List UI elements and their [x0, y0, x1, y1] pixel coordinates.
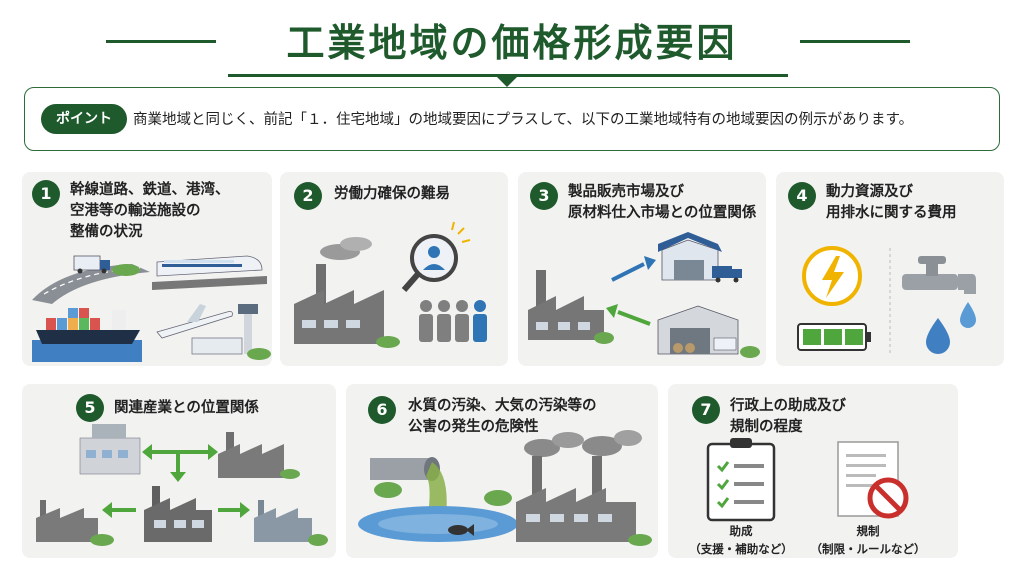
factory-icon [36, 500, 98, 542]
factor-number: 2 [294, 182, 322, 210]
magnifier-icon [401, 221, 471, 292]
title-line-right [800, 40, 910, 43]
arrow-left-icon [102, 502, 136, 518]
warehouse-icon [658, 232, 722, 281]
factor-title: 労働力確保の難易 [334, 186, 450, 202]
arrow-left-icon [606, 304, 651, 326]
factor-number: 7 [692, 396, 720, 424]
lightning-icon [802, 246, 862, 306]
subsidy-caption: 助成 （支援・補助など） [689, 524, 793, 556]
arrow-both-icon [142, 444, 218, 482]
labor-illustration [294, 221, 487, 348]
truck-icon [73, 255, 110, 274]
energy-water-illustration [797, 246, 976, 354]
factor-card-1: 1 幹線道路、鉄道、港湾、空港等の輸送施設の整備の状況 [22, 172, 272, 366]
checklist-clipboard-icon [706, 438, 776, 522]
factory-icon [528, 270, 604, 340]
point-box: ポイント 商業地域と同じく、前記「１．住宅地域」の地域要因にプラスして、以下の工… [24, 87, 1000, 151]
factor-number: 4 [788, 182, 816, 210]
factor-title: 幹線道路、鉄道、港湾、空港等の輸送施設の整備の状況 [70, 182, 230, 240]
factor-number: 6 [368, 396, 396, 424]
factory-icon [218, 432, 284, 478]
factor-title: 行政上の助成及び規制の程度 [730, 398, 846, 435]
title-area: 工業地域の価格形成要因 [0, 8, 1024, 87]
smoke-icon [524, 430, 642, 457]
point-badge: ポイント [41, 104, 127, 134]
arrow-up-right-icon [611, 256, 656, 282]
truck-icon [712, 266, 742, 283]
policy-illustration [706, 438, 909, 522]
material-warehouse-icon [657, 305, 739, 355]
title-down-arrow [497, 77, 517, 87]
factor-number: 1 [32, 180, 60, 208]
title-line-left [106, 40, 216, 43]
cargo-ship-icon [36, 308, 140, 344]
battery-icon [797, 323, 871, 351]
market-illustration [528, 232, 760, 358]
factor-title: 動力資源及び用排水に関する費用 [826, 184, 957, 221]
factor-card-7: 7 行政上の助成及び規制の程度 助成 （支援・補助など） 規制 （制限・ルールな… [668, 384, 958, 558]
arrow-right-icon [218, 502, 250, 518]
drain-pipe-icon [370, 457, 447, 516]
factory-icon [144, 486, 212, 542]
factory-icon [516, 456, 636, 542]
factor-title: 水質の汚染、大気の汚染等の公害の発生の危険性 [408, 398, 597, 435]
train-icon [156, 255, 263, 277]
point-text: 商業地域と同じく、前記「１．住宅地域」の地域要因にプラスして、以下の工業地域特有… [133, 112, 914, 128]
related-industry-illustration [36, 424, 328, 546]
factory-icon [294, 237, 384, 344]
factor-number: 3 [530, 182, 558, 210]
fish-icon [448, 524, 474, 536]
transport-illustration [32, 255, 271, 362]
pollution-illustration [358, 430, 652, 546]
factor-card-4: 4 動力資源及び用排水に関する費用 [776, 172, 1004, 366]
factor-card-6: 6 水質の汚染、大気の汚染等の公害の発生の危険性 [346, 384, 658, 558]
faucet-icon [902, 256, 976, 294]
factor-card-3: 3 製品販売市場及び原材料仕入市場との位置関係 [518, 172, 766, 366]
regulation-caption: 規制 （制限・ルールなど） [810, 524, 926, 556]
workers-icon [419, 300, 487, 342]
factory-icon [79, 424, 141, 475]
factor-card-2: 2 労働力確保の難易 [280, 172, 508, 366]
page-title: 工業地域の価格形成要因 [286, 21, 738, 65]
title-underline [228, 74, 788, 77]
prohibited-document-icon [837, 441, 909, 519]
factor-number: 5 [76, 394, 104, 422]
factory-icon [254, 500, 312, 542]
factor-card-5: 5 関連産業との位置関係 [22, 384, 336, 558]
water-drop-icon [926, 302, 976, 354]
airplane-icon [156, 304, 233, 339]
factor-title: 関連産業との位置関係 [114, 400, 259, 416]
factor-title: 製品販売市場及び原材料仕入市場との位置関係 [568, 184, 757, 221]
